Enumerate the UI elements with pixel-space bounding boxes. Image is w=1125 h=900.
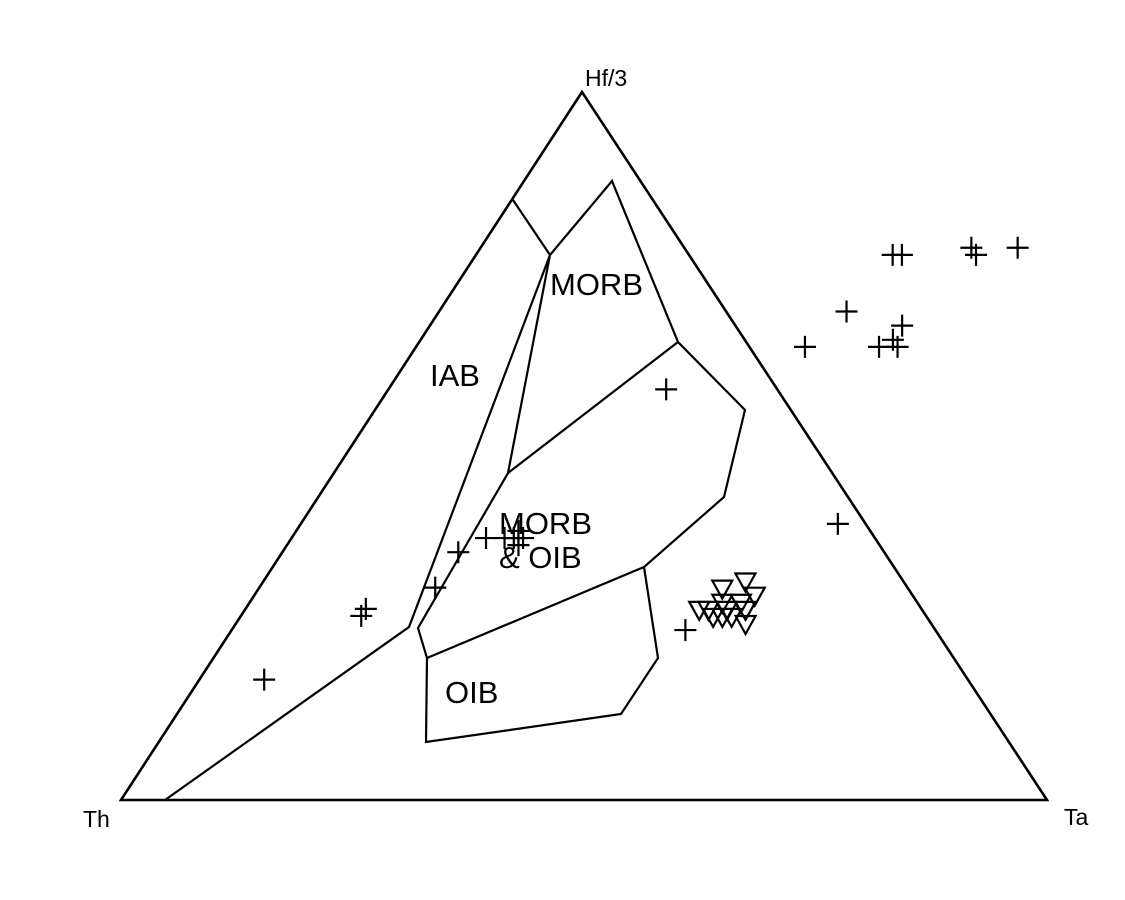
field-label-iab: IAB <box>430 358 480 393</box>
triangle-marker <box>742 586 767 608</box>
plus-marker <box>655 378 678 401</box>
field-boundaries <box>164 178 747 801</box>
plus-marker <box>890 243 913 266</box>
iab-boundary <box>416 178 747 744</box>
plus-marker <box>868 335 891 358</box>
triangle-marker <box>733 572 758 594</box>
plus-marker <box>674 619 697 642</box>
calc-alkaline-boundary <box>164 254 552 801</box>
plus-marker <box>835 300 858 323</box>
plus-marker <box>253 668 276 691</box>
plus-marker <box>424 576 447 599</box>
triangle-marker <box>701 607 725 630</box>
plus-marker <box>793 335 816 358</box>
plus-marker <box>475 527 498 550</box>
plus-marker <box>354 597 377 620</box>
plus-marker <box>826 512 849 535</box>
plus-marker <box>1006 236 1029 259</box>
field-label-oib: OIB <box>445 675 498 710</box>
morb-lower-boundary <box>507 341 679 474</box>
plus-marker <box>886 335 909 358</box>
field-label-morb: MORB <box>550 267 643 302</box>
plus-marker <box>891 314 914 337</box>
plus-marker <box>507 534 530 557</box>
apex-label-right: Ta <box>1064 804 1089 830</box>
triangle-marker <box>710 579 735 601</box>
data-points <box>253 236 1029 691</box>
apex-label-left: Th <box>83 806 110 832</box>
plus-marker <box>965 243 988 266</box>
ternary-outline <box>118 89 1050 802</box>
plus-marker <box>447 541 470 564</box>
apex-label-top: Hf/3 <box>585 65 627 91</box>
triangle-marker <box>733 614 758 637</box>
oib-upper-boundary <box>426 565 645 660</box>
